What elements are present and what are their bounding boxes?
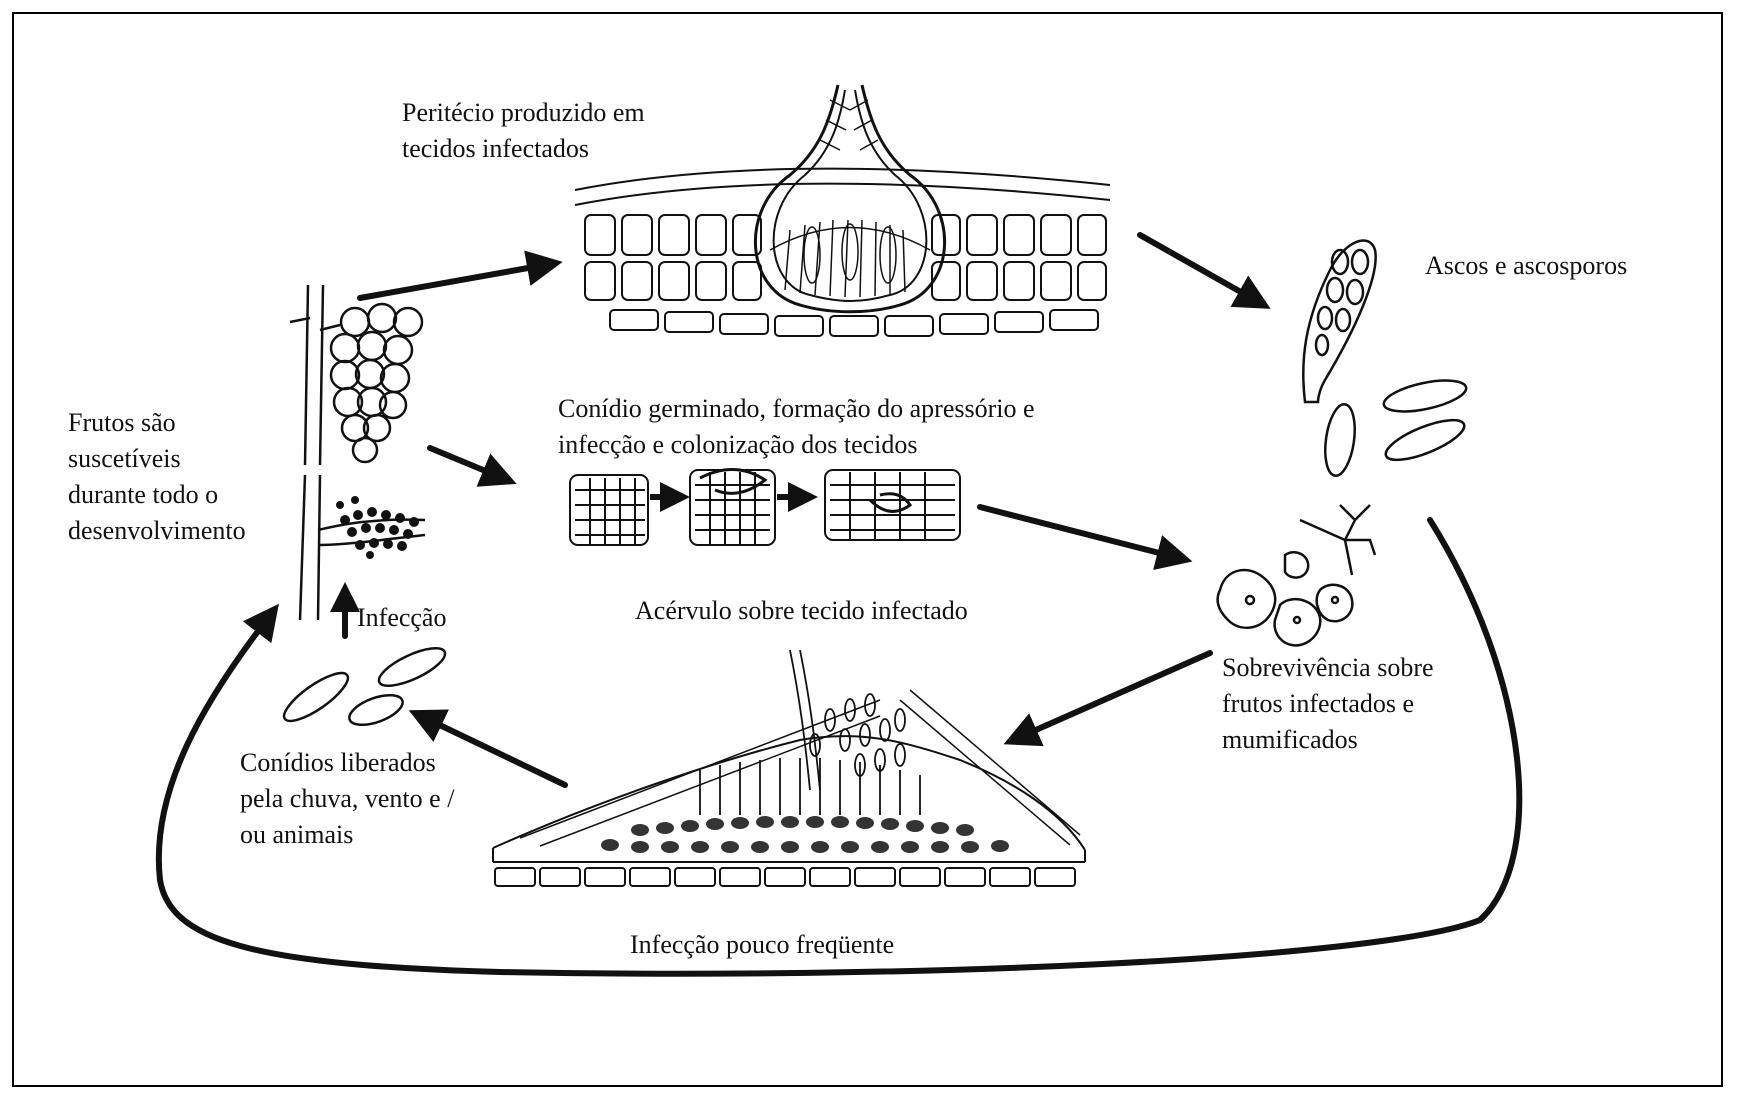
label-infection: Infecção	[357, 600, 446, 636]
acervulus-drawing	[493, 650, 1085, 886]
arrow-to-perithecium	[360, 265, 545, 298]
ascus-drawing	[1303, 240, 1375, 402]
arrow-to-acervulus	[1020, 653, 1210, 737]
label-perithecium-line1: Peritécio produzido em	[402, 95, 645, 131]
arrow-to-survival	[980, 507, 1175, 557]
label-conidia-line1: Conídios liberados	[240, 745, 454, 781]
label-infrequent-infection: Infecção pouco freqüente	[630, 927, 894, 963]
label-acervulus: Acérvulo sobre tecido infectado	[635, 593, 968, 629]
arrow-to-germination	[430, 448, 500, 477]
label-germination-line2: infecção e colonização dos tecidos	[558, 427, 1035, 463]
grape-cluster-drawing	[290, 285, 425, 620]
ascospores-drawing	[1321, 375, 1469, 478]
label-germination: Conídio germinado, formação do apressóri…	[558, 391, 1035, 463]
label-fruits-line4: desenvolvimento	[68, 513, 246, 549]
label-survival-line3: mumificados	[1222, 722, 1434, 758]
label-perithecium-line2: tecidos infectados	[402, 131, 645, 167]
label-ascus: Ascos e ascosporos	[1425, 248, 1627, 284]
label-survival-line2: frutos infectados e	[1222, 686, 1434, 722]
label-conidia-line2: pela chuva, vento e /	[240, 781, 454, 817]
label-conidia-line3: ou animais	[240, 817, 454, 853]
label-survival-line1: Sobrevivência sobre	[1222, 650, 1434, 686]
arrow-to-ascus	[1140, 235, 1255, 300]
label-fruits-line3: durante todo o	[68, 477, 246, 513]
label-survival: Sobrevivência sobre frutos infectados e …	[1222, 650, 1434, 758]
perithecium-drawing	[575, 85, 1110, 336]
label-fruits-line2: suscetíveis	[68, 441, 246, 477]
label-fruits: Frutos são suscetíveis durante todo o de…	[68, 405, 246, 549]
label-conidia-released: Conídios liberados pela chuva, vento e /…	[240, 745, 454, 853]
mummified-fruits-drawing	[1218, 505, 1375, 645]
conidium-germination-drawing	[570, 469, 960, 545]
label-perithecium: Peritécio produzido em tecidos infectado…	[402, 95, 645, 167]
label-germination-line1: Conídio germinado, formação do apressóri…	[558, 391, 1035, 427]
label-fruits-line1: Frutos são	[68, 405, 246, 441]
